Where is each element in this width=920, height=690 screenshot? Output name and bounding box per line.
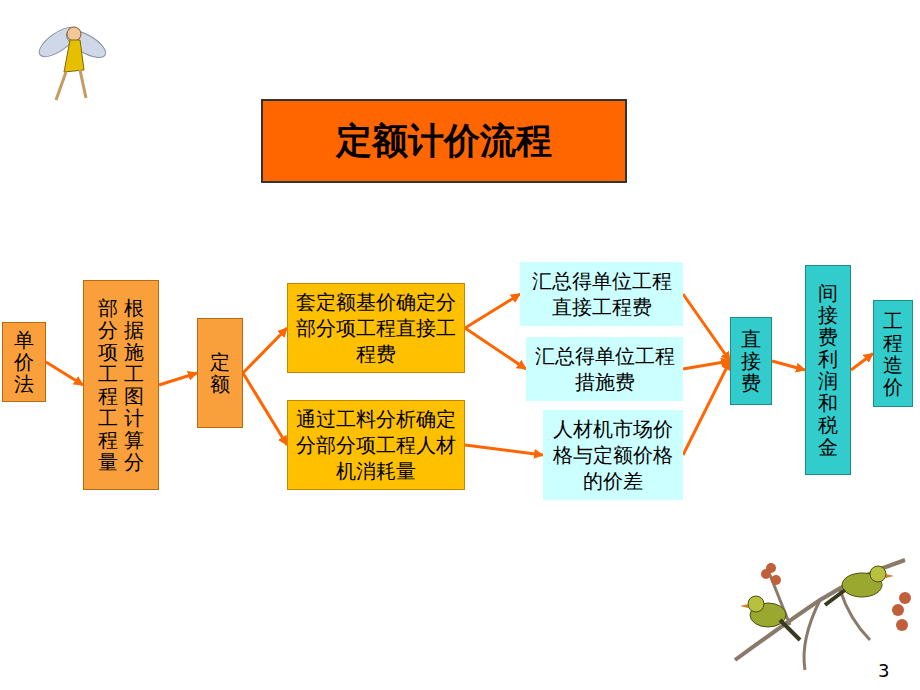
flow-arrow (683, 294, 730, 361)
fairy-illustration (35, 22, 110, 100)
sum-box: 间接费利润和税金 (805, 265, 851, 475)
node-text: 工程造价 (883, 310, 903, 398)
flow-arrow (465, 445, 543, 455)
process-box: 根据施工图计算分部分项工程工程量 (83, 280, 159, 490)
node-text: 套定额基价确定分部分项工程直接工程费 (294, 289, 458, 367)
node-text: 直接费 (741, 328, 761, 394)
title-box: 定额计价流程 (261, 99, 627, 183)
result-box: 工程造价 (873, 300, 913, 407)
flow-arrow (465, 294, 520, 328)
flow-arrow (243, 373, 287, 445)
result-box: 汇总得单位工程直接工程费 (520, 262, 683, 326)
flow-arrow (683, 361, 730, 369)
node-text: 人材机市场价格与定额价格的价差 (549, 416, 677, 494)
method-box: 单价法 (2, 322, 46, 402)
process-box: 套定额基价确定分部分项工程直接工程费 (287, 283, 465, 373)
node-text: 定额 (210, 351, 230, 395)
flow-arrow (465, 328, 526, 369)
birds-illustration (735, 560, 911, 670)
page-number: 3 (878, 660, 889, 681)
result-box: 汇总得单位工程措施费 (526, 337, 683, 401)
result-box: 人材机市场价格与定额价格的价差 (543, 410, 683, 500)
flow-arrow (243, 328, 287, 373)
process-box: 通过工料分析确定分部分项工程人材机消耗量 (287, 400, 465, 490)
flow-arrow (46, 362, 83, 385)
node-text: 根据施工图计算分部分项工程工程量 (98, 297, 144, 473)
node-text: 汇总得单位工程直接工程费 (526, 268, 677, 320)
process-box: 定额 (197, 318, 243, 428)
sum-box: 直接费 (730, 317, 772, 405)
flow-arrow (683, 361, 730, 455)
node-text: 单价法 (14, 329, 34, 395)
flow-arrow (851, 354, 873, 371)
node-text: 间接费利润和税金 (818, 282, 838, 458)
node-text: 通过工料分析确定分部分项工程人材机消耗量 (294, 406, 458, 484)
node-text: 汇总得单位工程措施费 (532, 343, 677, 395)
title-text: 定额计价流程 (336, 117, 552, 166)
flow-arrow (159, 373, 197, 385)
flow-arrow (772, 361, 805, 370)
